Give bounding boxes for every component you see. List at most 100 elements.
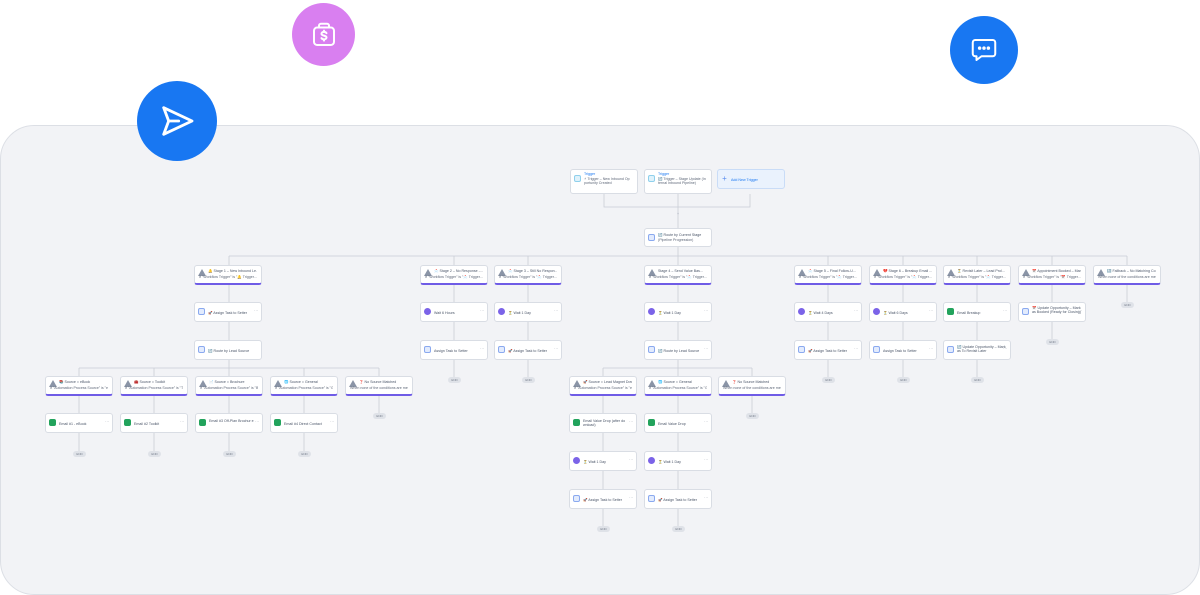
more-icon[interactable]: ⋯ (704, 419, 708, 424)
router-icon (648, 234, 655, 241)
add-new-trigger-button[interactable]: + Add New Trigger (717, 169, 785, 189)
end-marker: END (672, 526, 685, 532)
stage-2-wait[interactable]: Wait 6 Hours ⋯ (420, 302, 488, 322)
more-icon[interactable]: ⋯ (629, 495, 633, 500)
node-line: When none of the conditions are met (1098, 275, 1156, 279)
task-icon (498, 346, 505, 353)
end-marker: END (448, 377, 461, 383)
trigger-node-1[interactable]: Trigger ⚡ Trigger – New Inbound Op portu… (570, 169, 638, 194)
node-title: 🔚 Fallback – No Matching Co... (1107, 269, 1156, 273)
more-icon[interactable]: ⋯ (1078, 308, 1082, 313)
stage-3-condition[interactable]: 📩 Stage 3 – Still No Respon... If "Workf… (494, 265, 562, 285)
source-general-condition[interactable]: 🌐 Source = General If "Automation Proces… (270, 376, 338, 396)
source-general-condition[interactable]: 🌐 Source = General If "Automation Proces… (644, 376, 712, 396)
update-icon (947, 346, 954, 353)
update-opportunity-revisit[interactable]: 🔄 Update Opportunity – Mark as To Revisi… (943, 340, 1011, 360)
more-icon[interactable]: ⋯ (1003, 308, 1007, 313)
no-source-matched-condition[interactable]: ❓ No Source Matched When none of the con… (345, 376, 413, 396)
more-icon[interactable]: ⋯ (629, 419, 633, 424)
more-icon[interactable]: ⋯ (254, 308, 258, 313)
node-title: Email Value Drop (after do wnload) (583, 419, 626, 428)
stage-4-wait[interactable]: ⏳ Wait 1 Day ⋯ (644, 302, 712, 322)
more-icon[interactable]: ⋯ (480, 346, 484, 351)
stage-3-assign-task[interactable]: 🚀 Assign Task to Setter ⋯ (494, 340, 562, 360)
node-title: Email #3 Off-Plan Brochur e (209, 419, 254, 423)
stage-4a-assign-task[interactable]: 🚀 Assign Task to Setter ⋯ (569, 489, 637, 509)
more-icon[interactable]: ⋯ (629, 457, 633, 462)
node-title: Email Value Drop (658, 421, 686, 426)
email-value-drop-after-download[interactable]: Email Value Drop (after do wnload) ⋯ (569, 413, 637, 433)
more-icon[interactable]: ⋯ (704, 308, 708, 313)
node-title: 📩 Stage 2 – No Response -... (434, 269, 483, 273)
more-icon[interactable]: ⋯ (704, 346, 708, 351)
more-icon[interactable]: ⋯ (929, 346, 933, 351)
stage-5-wait[interactable]: ⏳ Wait 4 Days ⋯ (794, 302, 862, 322)
stage-4a-wait[interactable]: ⏳ Wait 1 Day ⋯ (569, 451, 637, 471)
branch-icon (947, 269, 955, 276)
more-icon[interactable]: ⋯ (554, 308, 558, 313)
stage-6-assign-task[interactable]: Assign Task to Setter ⋯ (869, 340, 937, 360)
node-line: If "Automation Process Source" is "To... (125, 386, 183, 390)
stage-6-condition[interactable]: 💔 Stage 6 – Breakup Email ... If "Workfl… (869, 265, 937, 285)
stage-4-route-by-source[interactable]: 🔄 Route by Lead Source ⋯ (644, 340, 712, 360)
more-icon[interactable]: ⋯ (704, 457, 708, 462)
appointment-booked-condition[interactable]: 📅 Appointment Booked – Mar... If "Workfl… (1018, 265, 1086, 285)
source-brochure-condition[interactable]: 📄 Source = Brochure If "Automation Proce… (195, 376, 263, 396)
more-icon[interactable]: ⋯ (554, 346, 558, 351)
node-title: ⏳ Wait 1 Day (658, 459, 681, 464)
fallback-condition[interactable]: 🔚 Fallback – No Matching Co... When none… (1093, 265, 1161, 285)
end-marker: END (223, 451, 236, 457)
stage-1-route-by-source[interactable]: 🔄 Route by Lead Source (194, 340, 262, 360)
end-marker: END (971, 377, 984, 383)
more-icon[interactable]: ⋯ (330, 419, 334, 424)
more-icon[interactable]: ⋯ (180, 419, 184, 424)
more-icon[interactable]: ⋯ (854, 346, 858, 351)
more-icon[interactable]: ⋯ (1003, 346, 1007, 351)
stage-3-wait[interactable]: ⏳ Wait 1 Day ⋯ (494, 302, 562, 322)
source-lead-magnet-condition[interactable]: 🚀 Source = Lead Magnet Dow... If "Automa… (569, 376, 637, 396)
route-by-stage-node[interactable]: 🔄 Route by Current Stage (Pipeline Progr… (644, 228, 712, 247)
stage-6-wait[interactable]: ⏳ Wait 6 Days ⋯ (869, 302, 937, 322)
more-icon[interactable]: ⋯ (929, 308, 933, 313)
email-value-drop[interactable]: Email Value Drop ⋯ (644, 413, 712, 433)
email-ebook-node[interactable]: Email #1 - eBook ⋯ (45, 413, 113, 433)
stage-2-condition[interactable]: 📩 Stage 2 – No Response -... If "Workflo… (420, 265, 488, 285)
node-title: Email #4 Direct Contact (284, 421, 322, 426)
end-marker: END (822, 377, 835, 383)
stage-4-condition[interactable]: Stage 4 – Send Value Bas... If "Workflow… (644, 265, 712, 285)
node-line: If "Automation Process Source" is "Br... (200, 386, 258, 390)
trigger-node-2[interactable]: Trigger 🔄 Trigger – Stage Update (In ter… (644, 169, 712, 194)
node-title: Stage 4 – Send Value Bas... (658, 269, 703, 273)
more-icon[interactable]: ⋯ (704, 495, 708, 500)
stage-2-assign-task[interactable]: Assign Task to Setter ⋯ (420, 340, 488, 360)
stage-4b-wait[interactable]: ⏳ Wait 1 Day ⋯ (644, 451, 712, 471)
stage-1-assign-task[interactable]: 🚀 Assign Task to Setter ⋯ (194, 302, 262, 322)
no-source-matched-condition[interactable]: ❓ No Source Matched When none of the con… (718, 376, 786, 396)
update-opportunity-booked[interactable]: 📅 Update Opportunity – Mark as Booked (R… (1018, 302, 1086, 322)
send-plane-icon (137, 81, 217, 161)
revisit-later-condition[interactable]: ⏳ Revisit Later – Lead Prol... If "Workf… (943, 265, 1011, 285)
add-step-icon[interactable]: + (676, 211, 680, 216)
stage-5-assign-task[interactable]: 🚀 Assign Task to Setter ⋯ (794, 340, 862, 360)
node-line: If "Automation Process Source" is "eB... (50, 386, 108, 390)
email-direct-contact-node[interactable]: Email #4 Direct Contact ⋯ (270, 413, 338, 433)
source-ebook-condition[interactable]: 📚 Source = eBook If "Automation Process … (45, 376, 113, 396)
workflow-canvas[interactable] (0, 125, 1200, 595)
more-icon[interactable]: ⋯ (480, 308, 484, 313)
node-title: Assign Task to Setter (434, 348, 468, 353)
stage-4b-assign-task[interactable]: 🚀 Assign Task to Setter ⋯ (644, 489, 712, 509)
branch-icon (198, 269, 206, 276)
email-toolkit-node[interactable]: Email #2 Toolkit ⋯ (120, 413, 188, 433)
stage-5-condition[interactable]: 📩 Stage 5 – Final Follow-U... If "Workfl… (794, 265, 862, 285)
email-breakup-node[interactable]: Email Breakup ⋯ (943, 302, 1011, 322)
more-icon[interactable]: ⋯ (255, 419, 259, 424)
node-title: Email #1 - eBook (59, 421, 87, 426)
stage-1-condition[interactable]: 🔔 Stage 1 – New Inbound Le... If "Workfl… (194, 265, 262, 285)
more-icon[interactable]: ⋯ (854, 308, 858, 313)
more-icon[interactable]: ⋯ (105, 419, 109, 424)
wallet-dollar-icon (292, 3, 355, 66)
email-brochure-node[interactable]: Email #3 Off-Plan Brochur e ⋯ (195, 413, 263, 433)
source-toolkit-condition[interactable]: 🧰 Source = Toolkit If "Automation Proces… (120, 376, 188, 396)
node-title: ⏳ Wait 1 Day (508, 310, 531, 315)
email-icon (49, 419, 56, 426)
